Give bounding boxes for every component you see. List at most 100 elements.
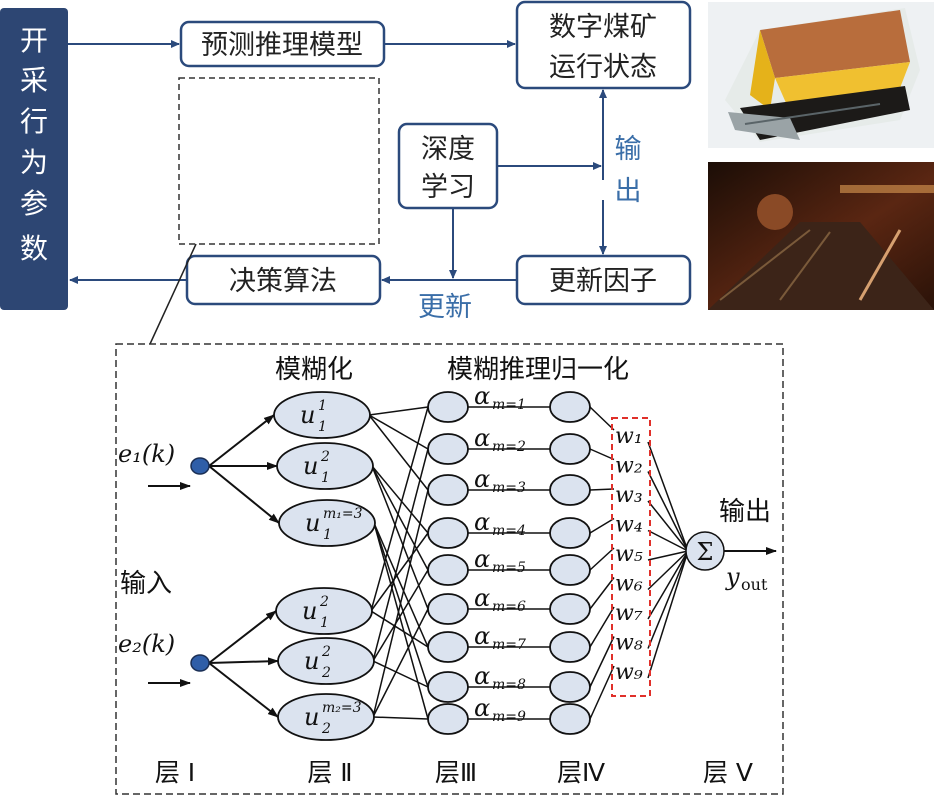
norm-to-weight-edge [589, 606, 615, 648]
bar-char-5: 参 [20, 187, 48, 220]
u-to-alpha-edge [371, 465, 429, 571]
membership-sub: 1 [323, 527, 332, 543]
rule-node-2 [427, 433, 469, 465]
membership-sup: 2 [320, 449, 330, 465]
alpha-sub-1: m=1 [492, 397, 526, 413]
e1-label: e₁(k) [118, 440, 175, 468]
normalize-node-9 [549, 703, 591, 735]
top-arrows [68, 40, 607, 284]
weight-to-sum-edge [647, 550, 689, 620]
membership-base: u [300, 401, 315, 429]
update-factor-box: 更新因子 [515, 254, 692, 306]
sum-symbol: Σ [697, 538, 714, 566]
norm-to-weight-edge [589, 406, 615, 431]
deep-line-2: 学习 [421, 172, 475, 203]
membership-sub: 1 [318, 419, 327, 435]
norm-to-weight-edge [589, 448, 615, 461]
layer-label-2: 层 Ⅱ [307, 758, 352, 787]
weight-to-sum-edge [647, 550, 689, 679]
weight-label-9: w₉ [615, 660, 643, 685]
norm-to-weight-edge [589, 547, 615, 571]
weight-label-8: w₈ [615, 631, 643, 656]
membership-base: u [304, 703, 319, 731]
alpha-sub-3: m=3 [492, 480, 526, 496]
bar-char-1: 开 [20, 24, 48, 57]
weight-label-2: w₂ [615, 454, 643, 479]
membership-sub: 2 [321, 721, 331, 737]
network-connections [208, 406, 689, 720]
u-to-alpha-edge [370, 532, 429, 612]
deep-line-1: 深度 [421, 134, 475, 165]
membership-sub: 1 [320, 615, 329, 631]
weight-to-sum-edge [647, 471, 689, 552]
mine-state-box: 数字煤矿 运行状态 [515, 0, 692, 90]
weight-label-3: w₃ [615, 483, 643, 508]
update-label: 更新 [418, 292, 472, 323]
input-to-u-edge [208, 465, 280, 524]
decision-algorithm-box: 决策算法 [185, 254, 382, 306]
u-to-alpha-edge [370, 406, 429, 612]
weight-to-sum-edge [647, 529, 689, 552]
output-label-2: 出 [615, 176, 642, 207]
deep-learning-box: 深度 学习 [397, 122, 499, 210]
membership-base: u [302, 597, 317, 625]
norm-to-weight-edge [589, 636, 615, 688]
y-out-sub: out [741, 575, 768, 594]
stage-infer-label: 模糊推理归一化 [447, 355, 629, 385]
layer-label-4: 层Ⅳ [557, 758, 605, 787]
bar-char-3: 行 [20, 105, 48, 138]
rule-node-7 [427, 631, 469, 663]
bar-char-6: 数 [20, 232, 48, 265]
weight-to-sum-edge [647, 550, 689, 591]
weight-label-7: w₇ [615, 601, 643, 626]
u-to-alpha-edge [373, 522, 429, 688]
weights-dashed-box [611, 417, 651, 697]
bar-char-4: 为 [20, 146, 48, 179]
membership-sub: 2 [321, 665, 331, 681]
norm-to-weight-edge [589, 665, 615, 720]
e2-label: e₂(k) [118, 630, 175, 658]
weight-label-6: w₆ [615, 572, 643, 597]
mine-tunnel-image [708, 162, 934, 310]
alpha-sub-2: m=2 [492, 439, 526, 455]
input-to-u-edge [208, 662, 279, 718]
weight-label-4: w₄ [615, 513, 643, 538]
u-to-alpha-edge [368, 406, 429, 416]
normalize-node-8 [549, 671, 591, 703]
rule-node-3 [427, 474, 469, 506]
weight-to-sum-edge [647, 550, 689, 561]
membership-sup: 2 [319, 594, 329, 610]
decision-label: 决策算法 [229, 266, 337, 297]
alpha-label-5: α [474, 545, 490, 573]
normalize-node-4 [549, 517, 591, 549]
alpha-label-1: α [474, 382, 490, 410]
rule-node-6 [427, 593, 469, 625]
dashed-placeholder-box [178, 77, 380, 245]
u-to-alpha-edge [368, 414, 429, 450]
y-out-base: y [725, 563, 740, 591]
layer-labels: 层 Ⅰ 层 Ⅱ 层Ⅲ 层Ⅳ 层 Ⅴ [155, 758, 753, 787]
u-to-alpha-edge [373, 522, 429, 648]
u-to-alpha-edge [373, 522, 429, 720]
rule-node-5 [427, 554, 469, 586]
normalize-node-7 [549, 631, 591, 663]
alpha-label-9: α [474, 694, 490, 722]
u-to-alpha-edge [371, 465, 429, 534]
alpha-sub-7: m=7 [492, 637, 526, 653]
norm-to-weight-edge [589, 577, 615, 610]
alpha-sub-4: m=4 [492, 523, 526, 539]
normalize-node-5 [549, 554, 591, 586]
input-node-1 [190, 457, 210, 475]
weight-to-sum-edge [647, 500, 689, 552]
membership-sub: 1 [321, 470, 330, 486]
membership-sup: 1 [318, 398, 327, 414]
input-nodes: e₁(k) e₂(k) 输入 [118, 440, 210, 687]
input-to-u-edge [208, 610, 277, 664]
rule-node-8 [427, 671, 469, 703]
norm-to-weight-edge [589, 517, 615, 534]
